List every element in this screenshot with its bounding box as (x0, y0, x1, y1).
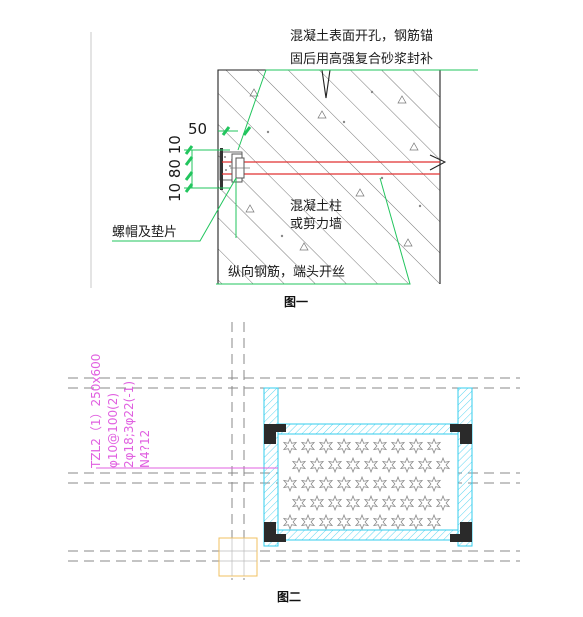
star-mark (435, 494, 451, 512)
star-mark (426, 437, 442, 455)
figure-1-caption: 图一 (284, 295, 308, 309)
star-mark (336, 513, 352, 531)
threaded-rebar (222, 161, 440, 175)
star-mark (336, 437, 352, 455)
column-frame (263, 387, 473, 547)
star-mark (318, 437, 334, 455)
nut-and-washer (230, 153, 250, 183)
leader-lines (112, 69, 478, 285)
rebar-label: 纵向钢筋，端头开丝 (228, 264, 345, 280)
star-mark (327, 494, 343, 512)
concrete-column (217, 69, 447, 284)
star-mark (426, 475, 442, 493)
grid-node (218, 537, 258, 577)
dimension-vertical-label: 10 80 10 (166, 135, 184, 202)
figure-2: TZL2（1）250x600 φ10@100(2) 2φ18;3φ22(-1) … (68, 322, 520, 604)
star-mark (354, 475, 370, 493)
star-mark (345, 456, 361, 474)
star-mark (435, 456, 451, 474)
star-mark (390, 437, 406, 455)
nut-label: 螺帽及垫片 (112, 224, 177, 240)
star-mark (417, 456, 433, 474)
star-mark (408, 437, 424, 455)
dimension-ticks (184, 126, 252, 193)
column-label-line1: 混凝土柱 (290, 198, 342, 214)
dimension-50-label: 50 (188, 120, 207, 138)
star-mark (336, 475, 352, 493)
star-mark (390, 475, 406, 493)
annotation-line-1: TZL2（1）250x600 (89, 354, 103, 469)
star-mark (408, 475, 424, 493)
annotation-line-4: N4?12 (138, 430, 152, 468)
star-mark (426, 513, 442, 531)
column-label-line2: 或剪力墙 (290, 216, 342, 232)
star-mark (345, 494, 361, 512)
hole-label-line1: 混凝土表面开孔，钢筋锚 (290, 28, 433, 44)
star-mark (399, 456, 415, 474)
star-mark (291, 456, 307, 474)
star-mark (372, 437, 388, 455)
annotation-line-2: φ10@100(2) (106, 393, 120, 468)
star-mark (363, 494, 379, 512)
star-mark (291, 494, 307, 512)
star-mark (309, 494, 325, 512)
star-mark (318, 513, 334, 531)
star-mark (282, 437, 298, 455)
star-mark (309, 456, 325, 474)
star-mark (318, 475, 334, 493)
star-mark (300, 437, 316, 455)
star-mark (327, 456, 343, 474)
star-mark (300, 475, 316, 493)
star-mark (363, 456, 379, 474)
star-mark (372, 513, 388, 531)
star-mark (372, 475, 388, 493)
concrete-star-pattern (282, 437, 451, 531)
beam-annotation: TZL2（1）250x600 φ10@100(2) 2φ18;3φ22(-1) … (89, 354, 152, 469)
hole-label-line2: 固后用高强复合砂浆封补 (290, 51, 433, 67)
star-mark (354, 437, 370, 455)
figure-1: 混凝土表面开孔，钢筋锚 固后用高强复合砂浆封补 50 10 80 10 混凝土柱… (90, 28, 478, 309)
steel-plate (220, 148, 223, 190)
star-mark (417, 494, 433, 512)
star-mark (300, 513, 316, 531)
star-mark (282, 475, 298, 493)
annotation-line-3: 2φ18;3φ22(-1) (122, 381, 136, 468)
star-mark (354, 513, 370, 531)
star-mark (408, 513, 424, 531)
star-mark (399, 494, 415, 512)
steel-angle-corners (264, 424, 472, 542)
star-mark (282, 513, 298, 531)
star-mark (381, 456, 397, 474)
star-mark (390, 513, 406, 531)
star-mark (381, 494, 397, 512)
figure-2-caption: 图二 (277, 590, 301, 604)
